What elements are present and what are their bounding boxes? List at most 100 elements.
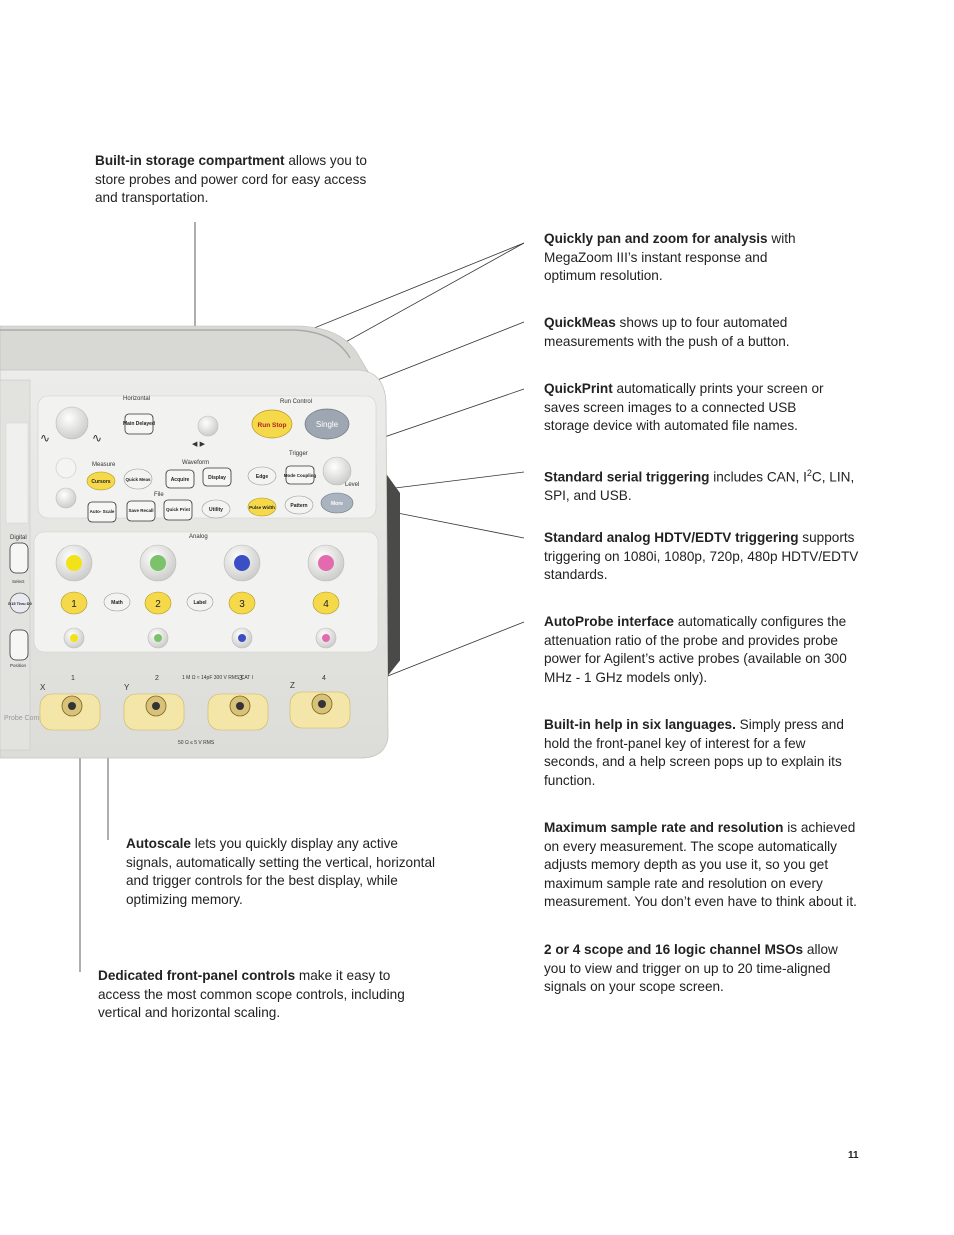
edge-label: Edge [256,474,268,480]
trigger-level-knob [322,456,352,486]
utility-button [201,499,231,519]
cursors-label: Cursors [91,479,110,485]
label-level: Level [345,482,359,488]
callout-quickmeas-text: shows up to four automated measurements … [544,315,790,349]
channel-buttons: 1 2 3 4 [60,591,340,615]
horizontal-scale-knob [55,406,89,440]
channel-knobs [55,544,345,582]
quick-meas-label: Quick Meas [125,477,151,482]
callout-autoscale-text: lets you quickly display any active sign… [126,836,436,907]
display-button [202,467,232,487]
callout-frontpanel-text: make it easy to access the most common s… [98,968,405,1021]
single-button [304,408,350,440]
callout-frontpanel-title: Dedicated front-panel controls [98,968,296,983]
svg-text:1: 1 [71,675,75,682]
main-delayed-label: Main Delayed [123,421,155,427]
page-number: 11 [848,1150,859,1161]
callout-mso-text: allow you to view and trigger on up to 2… [544,942,838,995]
callout-storage-text: allows you to store probes and power cor… [95,153,367,206]
callout-help-text: Simply press and hold the front-panel ke… [544,717,844,788]
main-delayed-button [124,413,154,435]
display-label: Display [208,475,226,481]
callout-quickmeas-title: QuickMeas [544,315,616,330]
d15-d0-button [9,592,31,614]
pattern-label: Pattern [290,503,307,509]
pulse-width-button [247,497,277,517]
callout-panzoom-text: with MegaZoom III’s instant response and… [544,231,796,284]
callout-quickprint-title: QuickPrint [544,381,613,396]
pulse-width-label: Pulse Width [249,505,275,510]
callout-serial-text-a: includes CAN, I [709,469,807,485]
callout-frontpanel: Dedicated front-panel controls make it e… [98,967,418,1023]
svg-text:∿: ∿ [40,431,50,445]
svg-text:◀ ▶: ◀ ▶ [192,440,206,448]
callout-hdtv-title: Standard analog HDTV/EDTV triggering [544,530,799,545]
label-select: Select [12,579,25,584]
label-horizontal: Horizontal [123,396,150,402]
callout-autoprobe: AutoProbe interface automatically config… [544,613,854,687]
callout-panzoom: Quickly pan and zoom for analysis with M… [544,230,806,286]
label-measure: Measure [92,462,116,468]
label-button-label: Label [193,600,207,606]
input-spec: 1 M Ω ≈ 14pF 300 V RMS CAT I [182,675,253,681]
callout-panzoom-title: Quickly pan and zoom for analysis [544,231,768,246]
digital-select-button [9,542,29,574]
channel-2-label: 2 [155,599,161,610]
callout-hdtv: Standard analog HDTV/EDTV triggering sup… [544,529,859,585]
input-bottom-spec: 50 Ω ≤ 5 V RMS [178,740,215,746]
callout-serial-text-b: C, LIN, SPI, and USB. [544,469,855,504]
callout-samplerate-text: is achieved on every measurement. The sc… [544,820,857,910]
label-analog: Analog [189,534,208,540]
label-run-control: Run Control [280,399,312,405]
callout-autoprobe-title: AutoProbe interface [544,614,674,629]
callout-serial-title: Standard serial triggering [544,469,710,485]
label-trigger: Trigger [289,451,308,457]
callout-hdtv-text: supports triggering on 1080i, 1080p, 720… [544,530,859,583]
svg-text:2: 2 [155,675,159,682]
digital-position-button [9,629,29,661]
callout-storage-title: Built-in storage compartment [95,153,285,168]
quick-meas-button [123,468,153,490]
channel-4-label: 4 [323,599,329,610]
label-button [186,592,214,612]
probe-comp: Probe Comp [4,715,43,722]
callout-quickmeas: QuickMeas shows up to four automated mea… [544,314,814,351]
svg-text:3: 3 [239,675,243,682]
label-position: Position [10,663,27,668]
math-button [103,592,131,612]
label-z: Z [290,681,295,690]
label-digital: Digital [10,535,27,541]
single-label: Single [316,420,339,429]
d15-label: D15 Thru D0 [8,601,32,606]
label-waveform: Waveform [182,460,209,466]
cursors-button [86,471,116,491]
save-recall-button [126,500,156,522]
edge-button [247,466,277,486]
horizontal-position-knob [197,415,219,437]
callout-quickprint-text: automatically prints your screen or save… [544,381,824,434]
bnc-connectors [39,691,351,731]
auto-scale-label: Auto- Scale [90,509,115,514]
label-x: X [40,683,46,692]
callout-help: Built-in help in six languages. Simply p… [544,716,844,790]
label-y: Y [124,683,130,692]
callout-mso: 2 or 4 scope and 16 logic channel MSOs a… [544,941,844,997]
acquire-label: Acquire [171,477,190,483]
save-recall-label: Save Recall [128,508,153,513]
callout-storage: Built-in storage compartment allows you … [95,152,385,208]
oscilloscope-front-panel: Horizontal Run Control ∿ ∿ ◀ ▶ Main Dela… [0,325,400,759]
channel-3-label: 3 [239,599,245,610]
callout-samplerate-title: Maximum sample rate and resolution [544,820,784,835]
callout-serial: Standard serial triggering includes CAN,… [544,464,859,506]
callout-quickprint: QuickPrint automatically prints your scr… [544,380,844,436]
quick-print-button [163,499,193,521]
callout-autoprobe-text: automatically configures the attenuation… [544,614,847,685]
callout-help-title: Built-in help in six languages. [544,717,736,732]
callout-autoscale-title: Autoscale [126,836,191,851]
mode-coupling-button [285,465,315,485]
utility-label: Utility [209,507,223,513]
callout-samplerate: Maximum sample rate and resolution is ac… [544,819,864,912]
svg-text:∿: ∿ [92,431,102,445]
svg-text:4: 4 [322,675,326,682]
math-label: Math [111,600,123,606]
